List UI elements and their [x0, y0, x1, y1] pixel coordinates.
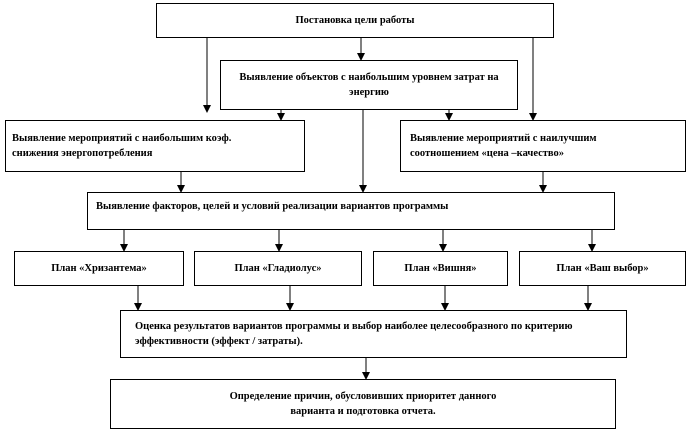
box-measures-price: Выявление мероприятий с наилучшим соотно…: [400, 120, 686, 172]
box-objects-text: Выявление объектов с наибольшим уровнем …: [239, 72, 499, 98]
box-plan-1: План «Хризантема»: [14, 251, 184, 286]
box-measures-price-text: Выявление мероприятий с наилучшим соотно…: [410, 133, 597, 159]
box-conclusion: Определение причин, обусловивших приорит…: [110, 379, 616, 429]
box-plan-4: План «Ваш выбор»: [519, 251, 686, 286]
box-factors: Выявление факторов, целей и условий реал…: [87, 192, 615, 230]
box-factors-text: Выявление факторов, целей и условий реал…: [96, 201, 449, 212]
box-plan-3-text: План «Вишня»: [404, 263, 477, 274]
box-plan-2-text: План «Гладиолус»: [234, 263, 322, 274]
box-plan-2: План «Гладиолус»: [194, 251, 362, 286]
box-goal-text: Постановка цели работы: [295, 15, 415, 26]
box-plan-1-text: План «Хризантема»: [51, 263, 147, 274]
box-evaluation: Оценка результатов вариантов программы и…: [120, 310, 627, 358]
box-plan-4-text: План «Ваш выбор»: [556, 263, 649, 274]
box-measures-coef: Выявление мероприятий с наибольшим коэф.…: [5, 120, 305, 172]
box-evaluation-text: Оценка результатов вариантов программы и…: [135, 321, 573, 347]
box-plan-3: План «Вишня»: [373, 251, 508, 286]
box-measures-coef-text: Выявление мероприятий с наибольшим коэф.…: [12, 133, 232, 159]
box-goal: Постановка цели работы: [156, 3, 554, 38]
box-objects: Выявление объектов с наибольшим уровнем …: [220, 60, 518, 110]
box-conclusion-text: Определение причин, обусловивших приорит…: [229, 391, 497, 417]
